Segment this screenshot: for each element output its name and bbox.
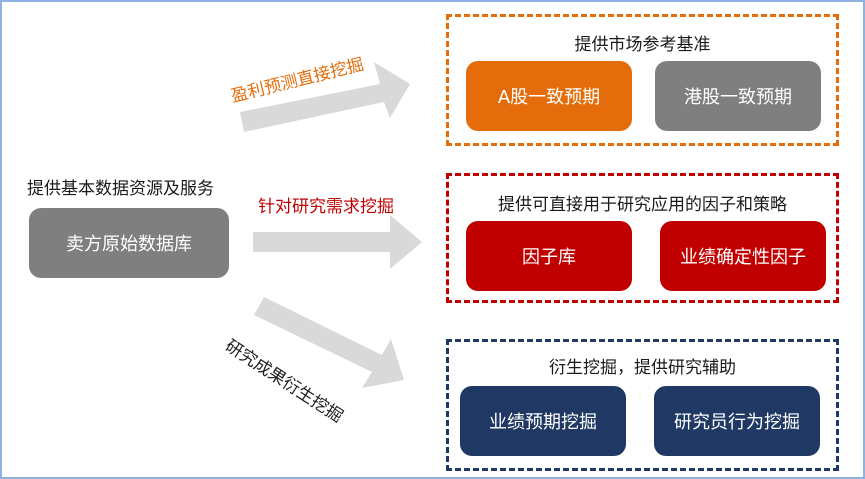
arrow-top <box>240 62 410 132</box>
earnings-certainty-factor-box: 业绩确定性因子 <box>660 221 826 291</box>
arrow-label-middle: 针对研究需求挖掘 <box>258 197 394 217</box>
group-factors-strategies <box>446 173 839 303</box>
group-market-benchmark-title: 提供市场参考基准 <box>574 35 711 55</box>
group-derived-mining <box>446 339 839 471</box>
group-market-benchmark <box>446 14 839 146</box>
a-share-consensus-box: A股一致预期 <box>466 61 632 131</box>
group-factors-strategies-title: 提供可直接用于研究应用的因子和策略 <box>498 195 787 215</box>
arrow-middle <box>253 215 422 269</box>
arrow-bottom <box>254 297 404 388</box>
analyst-behavior-mining-box: 研究员行为挖掘 <box>654 386 820 456</box>
source-database-box: 卖方原始数据库 <box>29 208 229 278</box>
source-heading: 提供基本数据资源及服务 <box>27 179 214 199</box>
group-derived-mining-title: 衍生挖掘，提供研究辅助 <box>549 358 736 378</box>
earnings-expectation-mining-box: 业绩预期挖掘 <box>460 386 626 456</box>
hk-share-consensus-box: 港股一致预期 <box>655 61 821 131</box>
factor-library-box: 因子库 <box>466 221 632 291</box>
